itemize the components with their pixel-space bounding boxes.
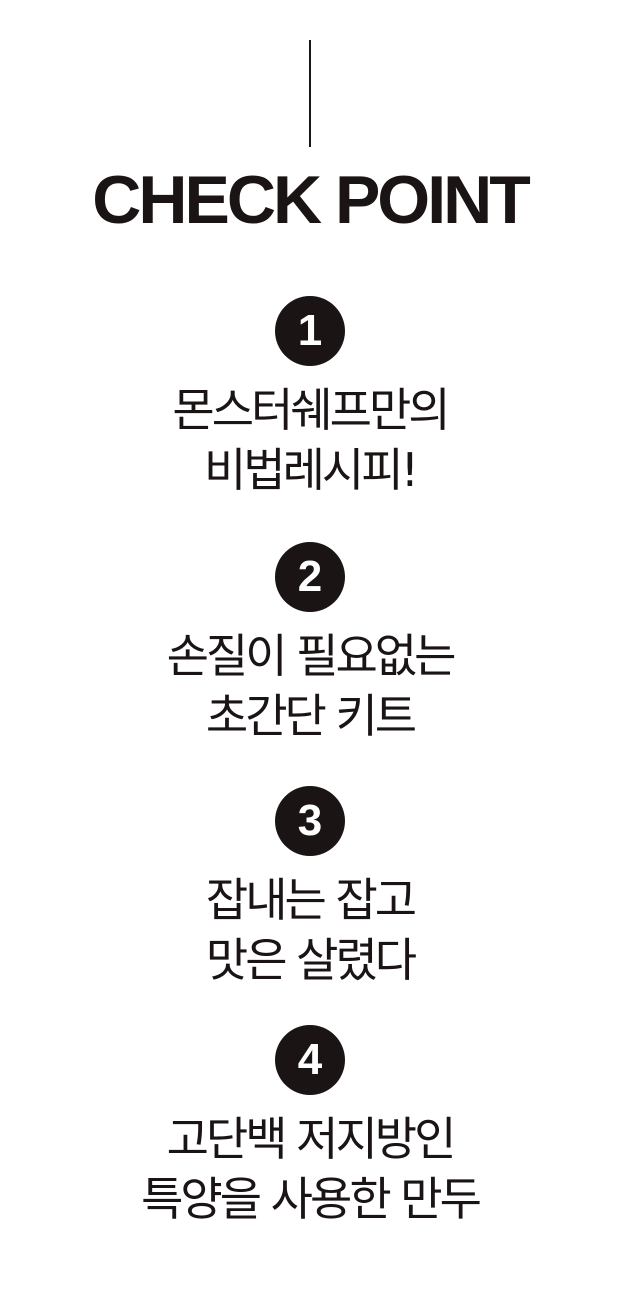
point-line-4b: 특양을 사용한 만두 xyxy=(141,1172,482,1226)
number-badge-1: 1 xyxy=(275,296,345,366)
point-line-2b: 초간단 키트 xyxy=(205,689,417,743)
vertical-divider-line xyxy=(309,40,311,147)
point-text-1: 몬스터쉐프만의 비법레시피! xyxy=(0,380,620,500)
point-text-4: 고단백 저지방인 특양을 사용한 만두 xyxy=(0,1109,620,1229)
check-point-item-4: 4 고단백 저지방인 특양을 사용한 만두 xyxy=(0,1025,620,1229)
number-badge-3: 3 xyxy=(275,786,345,856)
point-line-3b: 맛은 살렸다 xyxy=(205,933,417,987)
check-point-item-3: 3 잡내는 잡고 맛은 살렸다 xyxy=(0,786,620,990)
point-line-1a: 몬스터쉐프만의 xyxy=(172,383,450,437)
point-text-2: 손질이 필요없는 초간단 키트 xyxy=(0,626,620,746)
number-badge-4: 4 xyxy=(275,1025,345,1095)
point-line-1b: 비법레시피! xyxy=(203,443,419,497)
point-line-4a: 고단백 저지방인 xyxy=(166,1112,457,1166)
point-line-3a: 잡내는 잡고 xyxy=(205,873,417,927)
check-point-heading: CHECK POINT xyxy=(92,162,530,238)
number-badge-2: 2 xyxy=(275,542,345,612)
point-line-2a: 손질이 필요없는 xyxy=(166,629,457,683)
check-point-item-1: 1 몬스터쉐프만의 비법레시피! xyxy=(0,296,620,500)
point-text-3: 잡내는 잡고 맛은 살렸다 xyxy=(0,870,620,990)
check-point-item-2: 2 손질이 필요없는 초간단 키트 xyxy=(0,542,620,746)
